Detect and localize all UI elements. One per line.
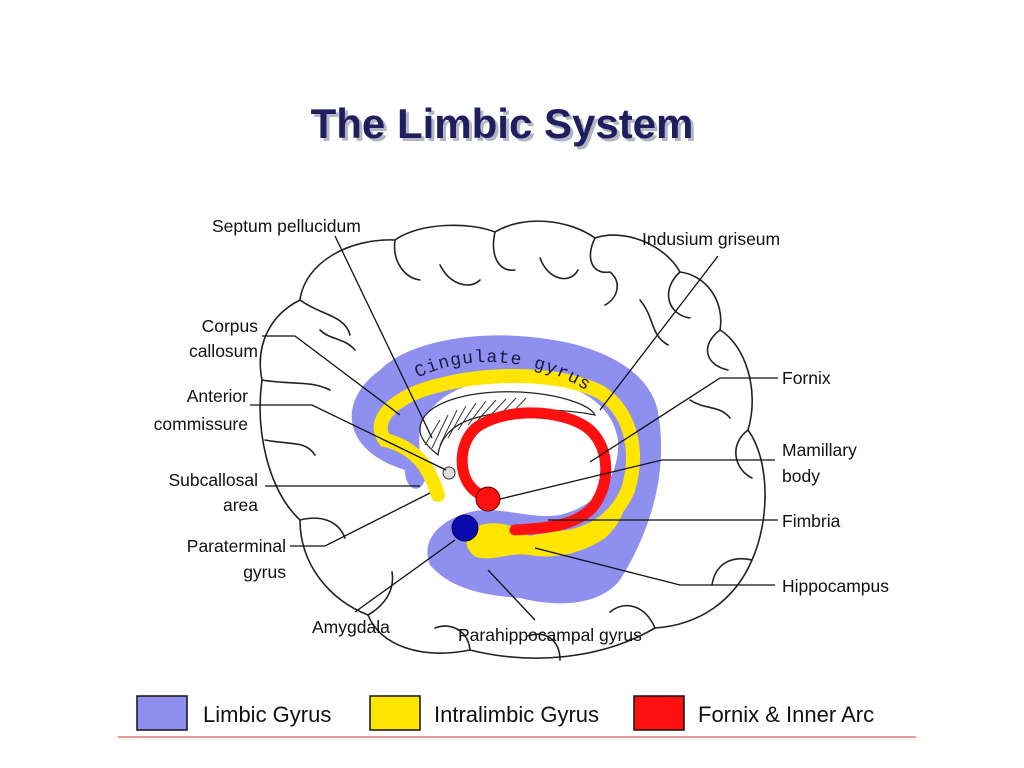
legend: Limbic Gyrus Intralimbic Gyrus Fornix & … [136, 695, 874, 731]
sulcus [492, 231, 516, 271]
sulcus [667, 271, 691, 319]
label-indusium-griseum: Indusium griseum [642, 229, 780, 249]
page-title: The Limbic System [310, 100, 694, 147]
sulcus [639, 299, 669, 346]
leader-anterior [250, 404, 447, 471]
sulcus [299, 299, 351, 336]
legend-label-limbic-gyrus: Limbic Gyrus [203, 702, 331, 727]
amygdala-dot [451, 514, 479, 542]
sulcus [439, 264, 481, 286]
sulcus [434, 625, 471, 651]
brain-outline [259, 220, 766, 659]
label-fimbria: Fimbria [782, 511, 841, 531]
legend-swatch-fornix [633, 695, 685, 731]
leader-septum [334, 235, 433, 439]
label-septum-pellucidum: Septum pellucidum [212, 216, 361, 236]
sulcus [539, 257, 579, 280]
label-amygdala: Amygdala [312, 617, 390, 637]
sulcus [527, 633, 561, 661]
leader-mamillary [499, 459, 775, 500]
label-hippocampus: Hippocampus [782, 576, 889, 596]
leader-corpus [262, 335, 401, 416]
leader-paraterminal [290, 492, 431, 547]
label-anterior-commissure-1: Anterior [187, 386, 248, 406]
leader-hippocampus [534, 547, 775, 586]
sulcus [689, 399, 731, 419]
sulcus [393, 239, 421, 281]
hippocampus-region [466, 495, 626, 559]
label-corpus-callosum-1: Corpus [202, 316, 259, 336]
label-corpus-callosum-2: callosum [189, 341, 258, 361]
label-mamillary-body-1: Mamillary [782, 440, 857, 460]
label-mamillary-body-2: body [782, 466, 820, 486]
sulcus [299, 517, 346, 539]
leader-fornix [589, 377, 778, 463]
leader-amygdala [354, 539, 456, 613]
legend-label-fornix: Fornix & Inner Arc [698, 702, 874, 727]
label-subcallosal-area-2: area [223, 495, 258, 515]
leader-indusium [599, 255, 719, 411]
sulcus [735, 429, 753, 479]
label-anterior-commissure-2: commissure [154, 414, 248, 434]
label-subcallosal-area-1: Subcallosal [169, 470, 259, 490]
sulcus [706, 329, 729, 371]
label-parahippocampal-gyrus: Parahippocampal gyrus [458, 625, 642, 645]
sulcus [261, 379, 331, 391]
sulcus [264, 439, 316, 456]
sulcus [319, 329, 356, 351]
label-paraterminal-gyrus-2: gyrus [243, 562, 286, 582]
corpus-callosum-region [419, 391, 597, 457]
sulcus [609, 604, 656, 629]
sulcus [711, 558, 753, 586]
sulcus [589, 237, 618, 306]
label-paraterminal-gyrus-1: Paraterminal [187, 536, 286, 556]
legend-label-intralimbic-gyrus: Intralimbic Gyrus [434, 702, 599, 727]
legend-swatch-limbic-gyrus [136, 695, 188, 731]
mamillary-body-dot [475, 486, 501, 512]
sulcus [367, 571, 394, 616]
legend-swatch-intralimbic-gyrus [369, 695, 421, 731]
leader-parahippocampal [487, 569, 536, 621]
label-fornix: Fornix [782, 368, 831, 388]
